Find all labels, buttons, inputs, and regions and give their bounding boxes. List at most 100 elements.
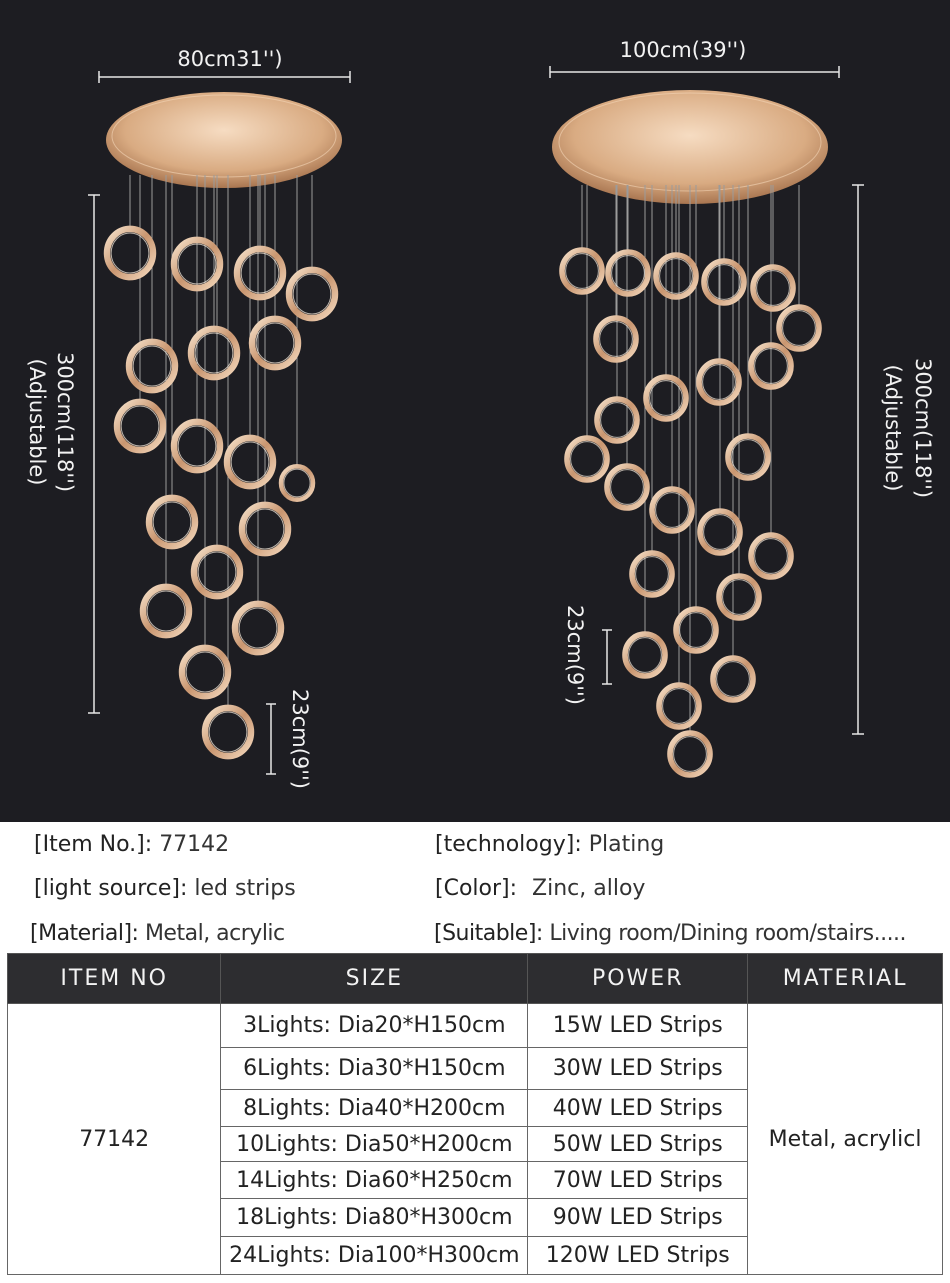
ring-pendant bbox=[170, 236, 224, 292]
left-rings bbox=[103, 225, 339, 760]
right-width-label: 100cm(39'') bbox=[620, 38, 747, 62]
ring-pendant bbox=[748, 532, 794, 580]
ring-pendant bbox=[103, 225, 157, 281]
power-type: LED Strips bbox=[609, 1167, 723, 1193]
spec-value: Zinc, alloy bbox=[532, 876, 646, 901]
ring-pendant bbox=[725, 433, 771, 481]
watt: 90W bbox=[552, 1205, 603, 1230]
size-cell: 6Lights: Dia30*H150cm bbox=[220, 1047, 529, 1090]
spec-list: [Item No.]: 77142 [technology]: Plating … bbox=[0, 822, 950, 952]
spec-label: [Color]: bbox=[435, 876, 518, 901]
ring-pendant bbox=[750, 264, 796, 312]
ring-pendant bbox=[201, 704, 255, 760]
table-row: 77142 3Lights: Dia20*H150cm 15W LED Stri… bbox=[6, 1003, 943, 1275]
ring-pendant bbox=[248, 315, 302, 371]
ring-pendant bbox=[593, 315, 639, 363]
product-photo: 80cm31'') 300cm(118'') (Adjustable) 23cm… bbox=[0, 0, 950, 822]
table-row: 14Lights: Dia60*H250cm 70W LED Strips bbox=[8, 1161, 943, 1199]
power-type: LED Strips bbox=[609, 1095, 723, 1121]
watt: 30W bbox=[552, 1056, 603, 1081]
ring-pendant bbox=[667, 730, 713, 778]
chandelier-drawing: 80cm31'') 300cm(118'') (Adjustable) 23cm… bbox=[25, 38, 935, 789]
ring-pendant bbox=[170, 418, 224, 474]
power-cell: 50W LED Strips bbox=[527, 1126, 749, 1162]
watt: 120W bbox=[545, 1243, 610, 1268]
power-cell: 120W LED Strips bbox=[527, 1236, 749, 1275]
ring-pendant bbox=[231, 600, 285, 656]
ring-pendant bbox=[238, 501, 292, 557]
size-cell: 24Lights: Dia100*H300cm bbox=[220, 1236, 529, 1275]
ring-pendant bbox=[701, 258, 747, 306]
ring-pendant bbox=[145, 494, 199, 550]
spec-material: [Material]: Metal, acrylic bbox=[30, 921, 285, 946]
ring-pendant bbox=[278, 463, 316, 503]
power-type: LED Strips bbox=[609, 1205, 723, 1230]
power-type: LED Strips bbox=[609, 1013, 723, 1038]
spec-label: [Material]: bbox=[30, 921, 139, 946]
left-ring-label: 23cm(9'') bbox=[288, 689, 312, 789]
size-cell: 3Lights: Dia20*H150cm bbox=[220, 1003, 529, 1048]
item-number-cell: 77142 bbox=[6, 1003, 222, 1275]
ring-pendant bbox=[622, 631, 668, 679]
spec-value: Plating bbox=[588, 832, 665, 857]
ring-pendant bbox=[604, 463, 650, 511]
power-type: LED Strips bbox=[609, 1056, 723, 1081]
spec-technology: [technology]: Plating bbox=[435, 832, 664, 857]
ring-pendant bbox=[285, 266, 339, 322]
ring-pendant bbox=[605, 249, 651, 297]
header-item-no: ITEM NO bbox=[6, 953, 222, 1004]
power-cell: 70W LED Strips bbox=[527, 1161, 749, 1199]
right-height-note: (Adjustable) bbox=[881, 365, 905, 492]
header-size: SIZE bbox=[220, 953, 529, 1004]
ring-pendant bbox=[748, 342, 794, 390]
power-cell: 15W LED Strips bbox=[527, 1003, 749, 1048]
power-cell: 90W LED Strips bbox=[527, 1198, 749, 1237]
spec-light-source: [light source]: led strips bbox=[34, 876, 296, 901]
spec-label: [Item No.]: bbox=[34, 832, 153, 857]
watt: 15W bbox=[552, 1013, 603, 1038]
power-cell: 30W LED Strips bbox=[527, 1047, 749, 1090]
table-row: 8Lights: Dia40*H200cm 40W LED Strips bbox=[8, 1089, 943, 1127]
watt: 70W bbox=[552, 1167, 603, 1193]
spec-label: [light source]: bbox=[34, 876, 188, 901]
header-power: POWER bbox=[527, 953, 749, 1004]
right-height-label: 300cm(118'') bbox=[911, 358, 935, 498]
watt: 50W bbox=[552, 1131, 603, 1157]
ring-pendant bbox=[223, 434, 277, 490]
left-width-label: 80cm31'') bbox=[177, 47, 282, 71]
right-rings bbox=[559, 247, 822, 778]
ring-pendant bbox=[125, 338, 179, 394]
right-ring-label: 23cm(9'') bbox=[563, 605, 587, 705]
dimension-lines bbox=[88, 66, 864, 775]
material-cell: Metal, acrylicl bbox=[747, 1003, 943, 1275]
ring-pendant bbox=[190, 544, 244, 600]
table-row: 10Lights: Dia50*H200cm 50W LED Strips bbox=[8, 1126, 943, 1162]
ring-pendant bbox=[649, 486, 695, 534]
ring-pendant bbox=[187, 325, 241, 381]
watt: 40W bbox=[552, 1095, 603, 1121]
ring-pendant bbox=[559, 247, 605, 295]
spec-color: [Color]: Zinc, alloy bbox=[435, 876, 645, 901]
left-height-label: 300cm(118'') bbox=[53, 352, 77, 492]
spec-label: [technology]: bbox=[435, 832, 582, 857]
left-canopy bbox=[106, 92, 342, 188]
spec-value: Metal, acrylic bbox=[144, 921, 285, 946]
spec-label: [Suitable]: bbox=[434, 921, 543, 946]
power-type: LED Strips bbox=[616, 1243, 730, 1268]
ring-pendant bbox=[564, 435, 610, 483]
ring-pendant bbox=[643, 374, 689, 422]
table-header-row: ITEM NO SIZE POWER MATERIAL bbox=[6, 953, 943, 1004]
size-cell: 18Lights: Dia80*H300cm bbox=[220, 1198, 529, 1237]
spec-item-no: [Item No.]: 77142 bbox=[34, 832, 229, 857]
right-wires bbox=[581, 185, 800, 734]
spec-value: 77142 bbox=[159, 832, 230, 857]
ring-pendant bbox=[656, 682, 702, 730]
ring-pendant bbox=[139, 583, 193, 639]
ring-pendant bbox=[178, 644, 232, 700]
ring-pendant bbox=[697, 508, 743, 556]
ring-pendant bbox=[716, 573, 762, 621]
size-cell: 14Lights: Dia60*H250cm bbox=[220, 1161, 529, 1199]
ring-pendant bbox=[233, 245, 287, 301]
spec-value: led strips bbox=[194, 876, 296, 901]
table-row: 24Lights: Dia100*H300cm 120W LED Strips bbox=[8, 1236, 943, 1275]
